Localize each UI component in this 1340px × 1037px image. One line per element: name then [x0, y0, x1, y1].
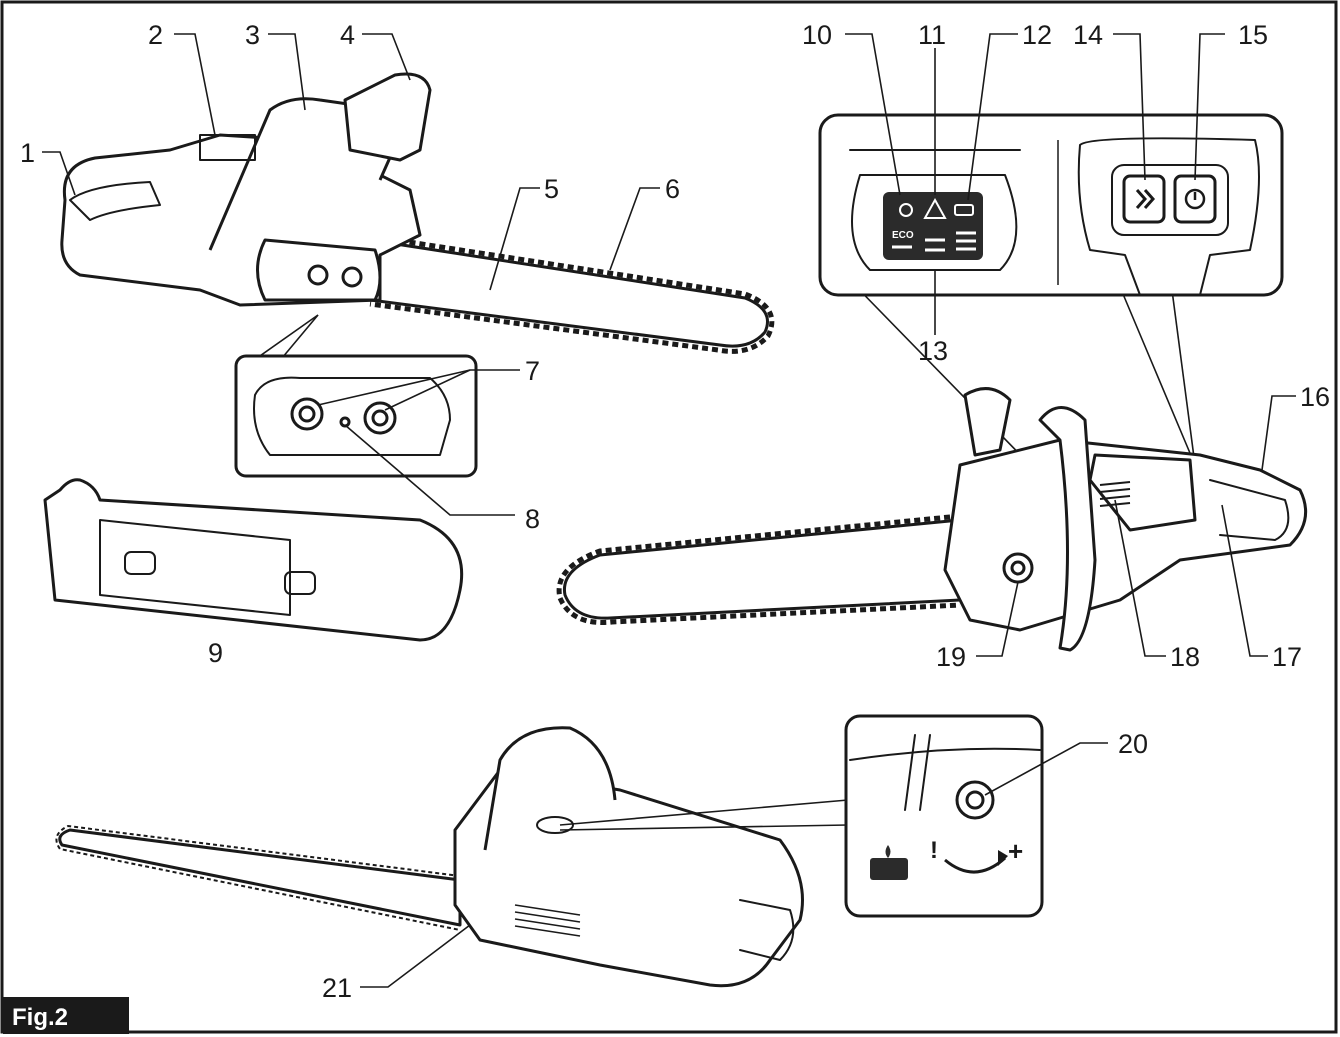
- callout-20: 20: [1118, 729, 1148, 759]
- indicator-panel: [883, 192, 983, 260]
- guide-bar-top: [368, 238, 769, 348]
- oil-plus-mark: +: [1008, 836, 1023, 866]
- callout-12: 12: [1022, 20, 1052, 50]
- warning-icon: [923, 197, 947, 219]
- callout-21: 21: [322, 973, 352, 1003]
- callout-11: 11: [918, 20, 946, 50]
- guide-bar-cover: [43, 478, 464, 642]
- callout-1: 1: [20, 138, 35, 168]
- figure-label: Fig.2: [3, 997, 129, 1034]
- leaders-top-left: [42, 33, 660, 291]
- chainsaw-right: [556, 387, 1308, 652]
- overheat-icon: [899, 203, 913, 217]
- callout-18: 18: [1170, 642, 1200, 672]
- callout-4: 4: [340, 20, 355, 50]
- callout-6: 6: [665, 174, 680, 204]
- callout-2: 2: [148, 20, 163, 50]
- oil-can-icon: [870, 858, 908, 880]
- battery-detail-top: [199, 134, 256, 161]
- speed-icon: [1135, 189, 1156, 209]
- figure-label-text: Fig.2: [12, 1004, 68, 1031]
- callout-13: 13: [918, 336, 948, 366]
- callout-labels: 1 2 3 4 5 6 7 8 9 10 11 12 13 14 15 16 1…: [20, 20, 1330, 1003]
- callout-9: 9: [208, 638, 223, 668]
- leaders-top-right: [845, 33, 1225, 335]
- chainsaw-bottom: [55, 726, 804, 988]
- chainsaw-top-left: [60, 72, 775, 354]
- oil-adjust-inset: ! +: [559, 714, 1044, 918]
- rear-handle-top: [69, 181, 161, 221]
- eco-label: ECO: [892, 230, 914, 241]
- callout-17: 17: [1272, 642, 1302, 672]
- hand-guard-top: [343, 72, 432, 162]
- callout-19: 19: [936, 642, 966, 672]
- inset-nuts: [234, 314, 520, 516]
- oil-minus-mark: !: [930, 837, 938, 864]
- oil-drop-icon: [885, 845, 891, 858]
- callout-16: 16: [1300, 382, 1330, 412]
- callout-3: 3: [245, 20, 260, 50]
- power-icon: [1184, 188, 1206, 210]
- leaders-bottom: [360, 742, 1108, 988]
- callout-7: 7: [525, 356, 540, 386]
- callout-15: 15: [1238, 20, 1268, 50]
- nut-left-top: [307, 264, 329, 286]
- callout-14: 14: [1073, 20, 1103, 50]
- nut-right-top: [341, 266, 363, 288]
- callout-10: 10: [802, 20, 832, 50]
- callout-5: 5: [544, 174, 559, 204]
- battery-icon: [954, 204, 974, 216]
- saw-chain-top: [369, 233, 775, 354]
- leaders-right: [976, 395, 1296, 657]
- callout-8: 8: [525, 504, 540, 534]
